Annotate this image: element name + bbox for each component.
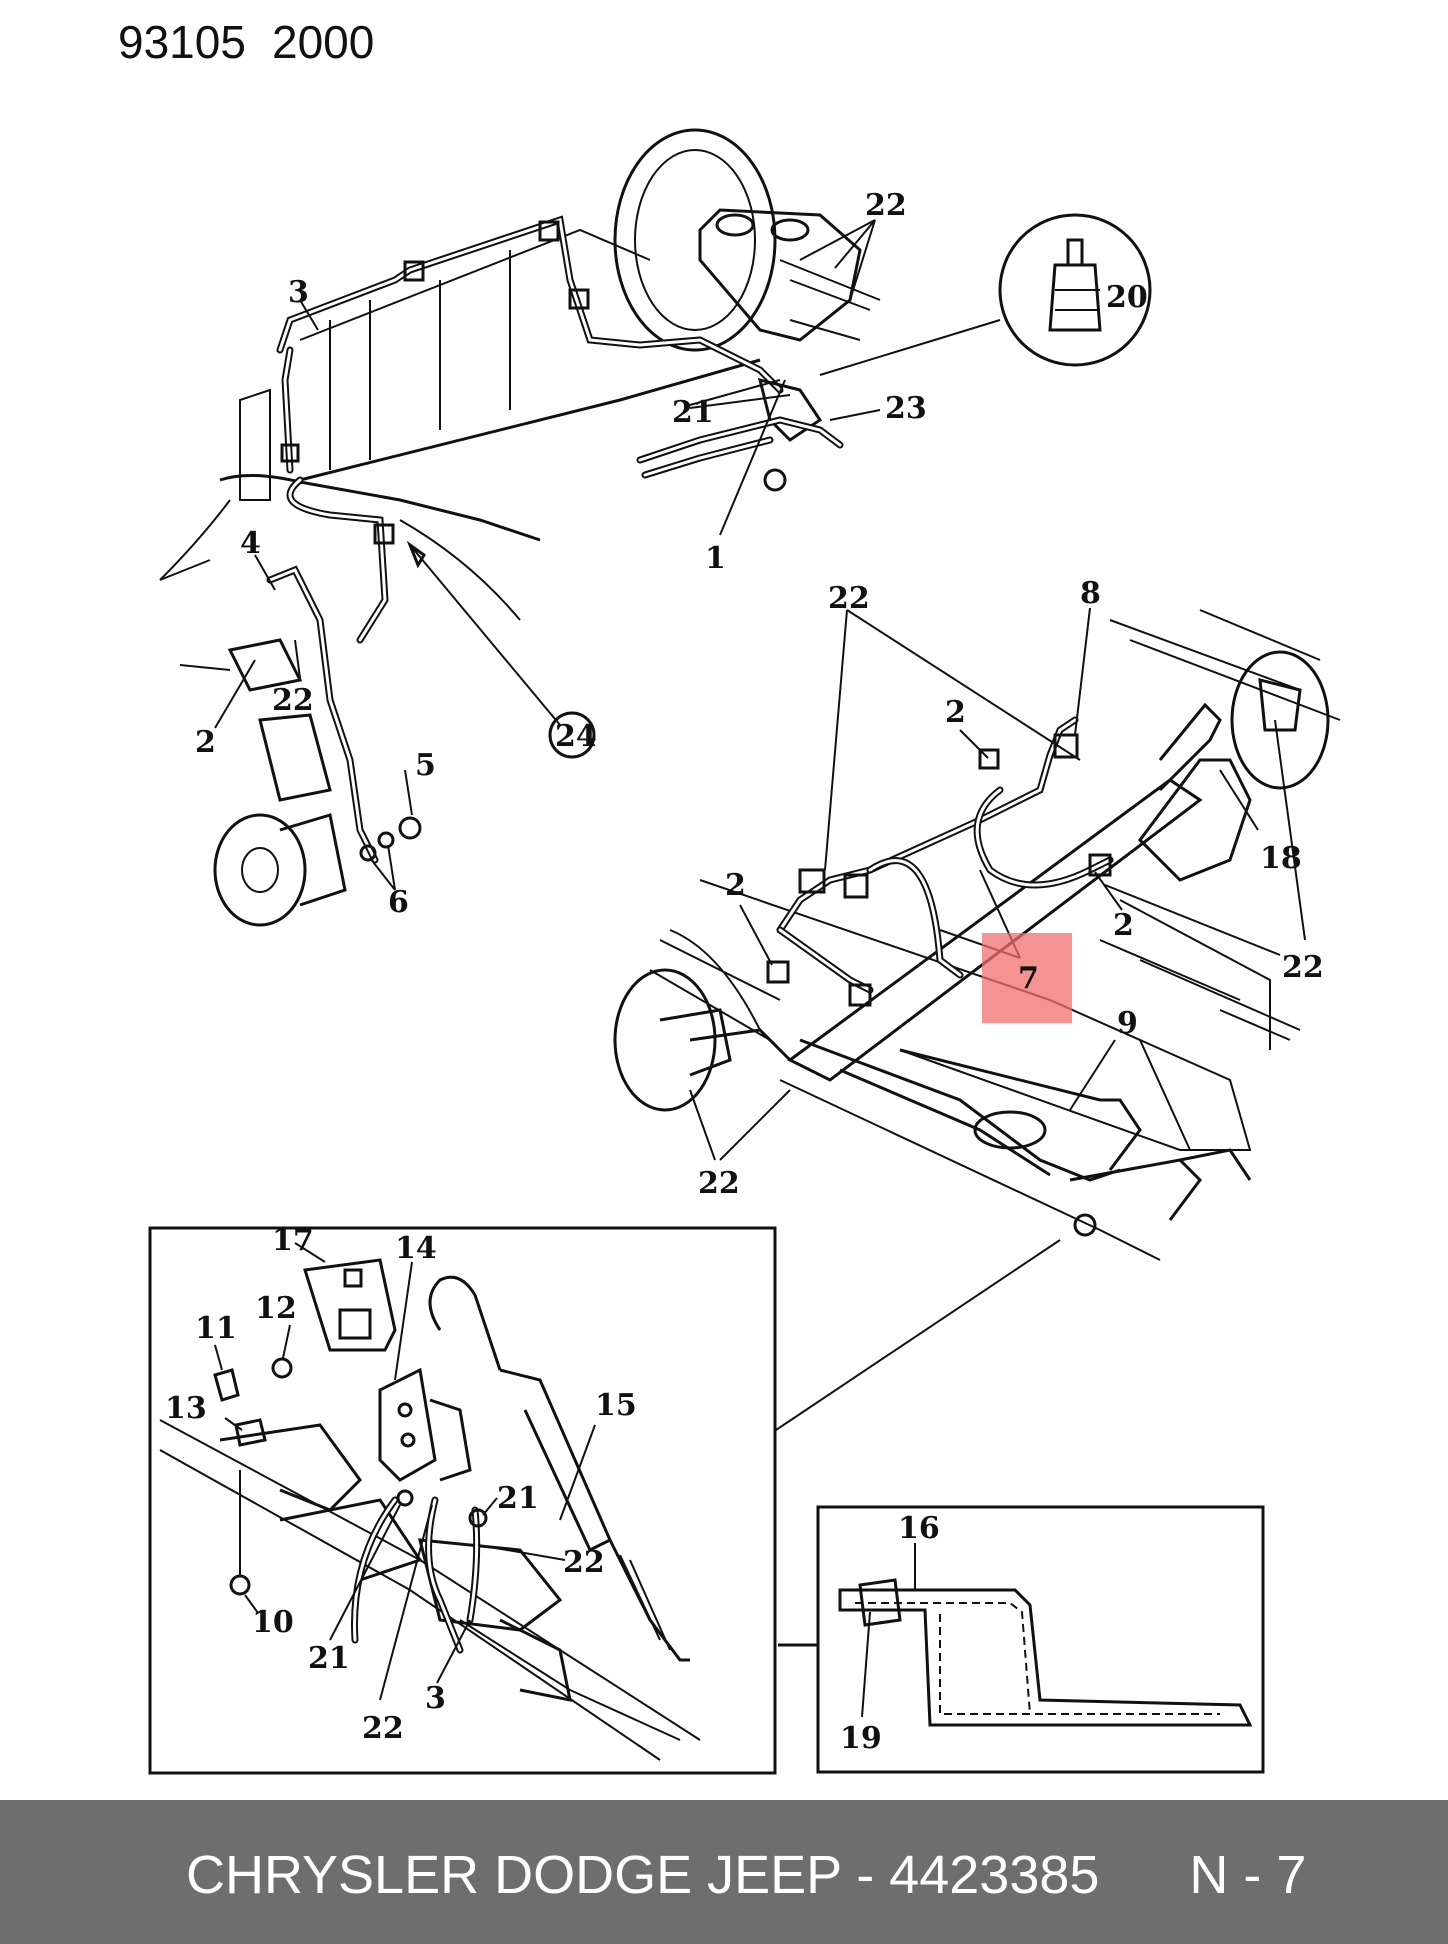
detail-box-bracket	[816, 1505, 1265, 1774]
callout-3: 3	[288, 275, 309, 310]
callout-13: 13	[165, 1391, 207, 1426]
front-brake-assembly	[159, 128, 1152, 927]
footer-bar: CHRYSLER DODGE JEEP - 4423385 N - 7	[0, 1800, 1448, 1944]
callout-22: 22	[362, 1711, 404, 1746]
highlight-part-7	[982, 933, 1072, 1023]
callout-18: 18	[1260, 841, 1302, 876]
callout-10: 10	[252, 1605, 294, 1640]
callout-11: 11	[195, 1311, 237, 1346]
bracket-detail	[838, 1543, 1253, 1727]
document-code: 93105	[118, 16, 246, 68]
callout-22: 22	[698, 1166, 740, 1201]
callout-19: 19	[840, 1721, 882, 1756]
callout-2: 2	[945, 695, 966, 730]
callout-3: 3	[425, 1681, 446, 1716]
rear-axle-assembly	[613, 609, 1341, 1261]
callout-9: 9	[1117, 1006, 1138, 1041]
leader-lines-detail	[214, 1239, 1061, 1701]
callout-6: 6	[388, 885, 409, 920]
callout-22: 22	[272, 683, 314, 718]
callout-4: 4	[240, 526, 261, 561]
callout-12: 12	[255, 1291, 297, 1326]
callout-1: 1	[705, 541, 726, 576]
callout-15: 15	[595, 1388, 637, 1423]
callout-24: 24	[555, 719, 597, 754]
callout-5: 5	[415, 748, 436, 783]
callout-17: 17	[272, 1223, 314, 1258]
callout-2: 2	[195, 725, 216, 760]
callout-20: 20	[1106, 280, 1148, 315]
callout-22: 22	[1282, 950, 1324, 985]
callout-2: 2	[1113, 908, 1134, 943]
callout-23: 23	[885, 391, 927, 426]
callout-16: 16	[898, 1511, 940, 1546]
callout-14: 14	[395, 1231, 437, 1266]
callout-22: 22	[828, 581, 870, 616]
callout-22: 22	[865, 188, 907, 223]
footer-part-number: CHRYSLER DODGE JEEP - 4423385 N - 7	[186, 1845, 1307, 1905]
document-year: 2000	[272, 16, 374, 68]
callout-21: 21	[497, 1481, 539, 1516]
callout-21: 21	[308, 1641, 350, 1676]
callout-8: 8	[1080, 576, 1101, 611]
callout-21: 21	[672, 395, 714, 430]
callout-7: 7	[1018, 961, 1039, 996]
leader-lines-rear	[689, 607, 1306, 1161]
leader-lines-front	[214, 219, 881, 891]
callout-22: 22	[563, 1545, 605, 1580]
callout-2: 2	[725, 868, 746, 903]
callout-24-circle: 24	[548, 711, 597, 759]
detail-box-parking-brake	[148, 1226, 777, 1775]
brake-lines-diagram: 93105 2000	[118, 16, 1341, 1775]
callout-labels: 3 22 20 21 23 1 4 22 2 5 6 24 22 8 2 2 1…	[165, 188, 1324, 1756]
